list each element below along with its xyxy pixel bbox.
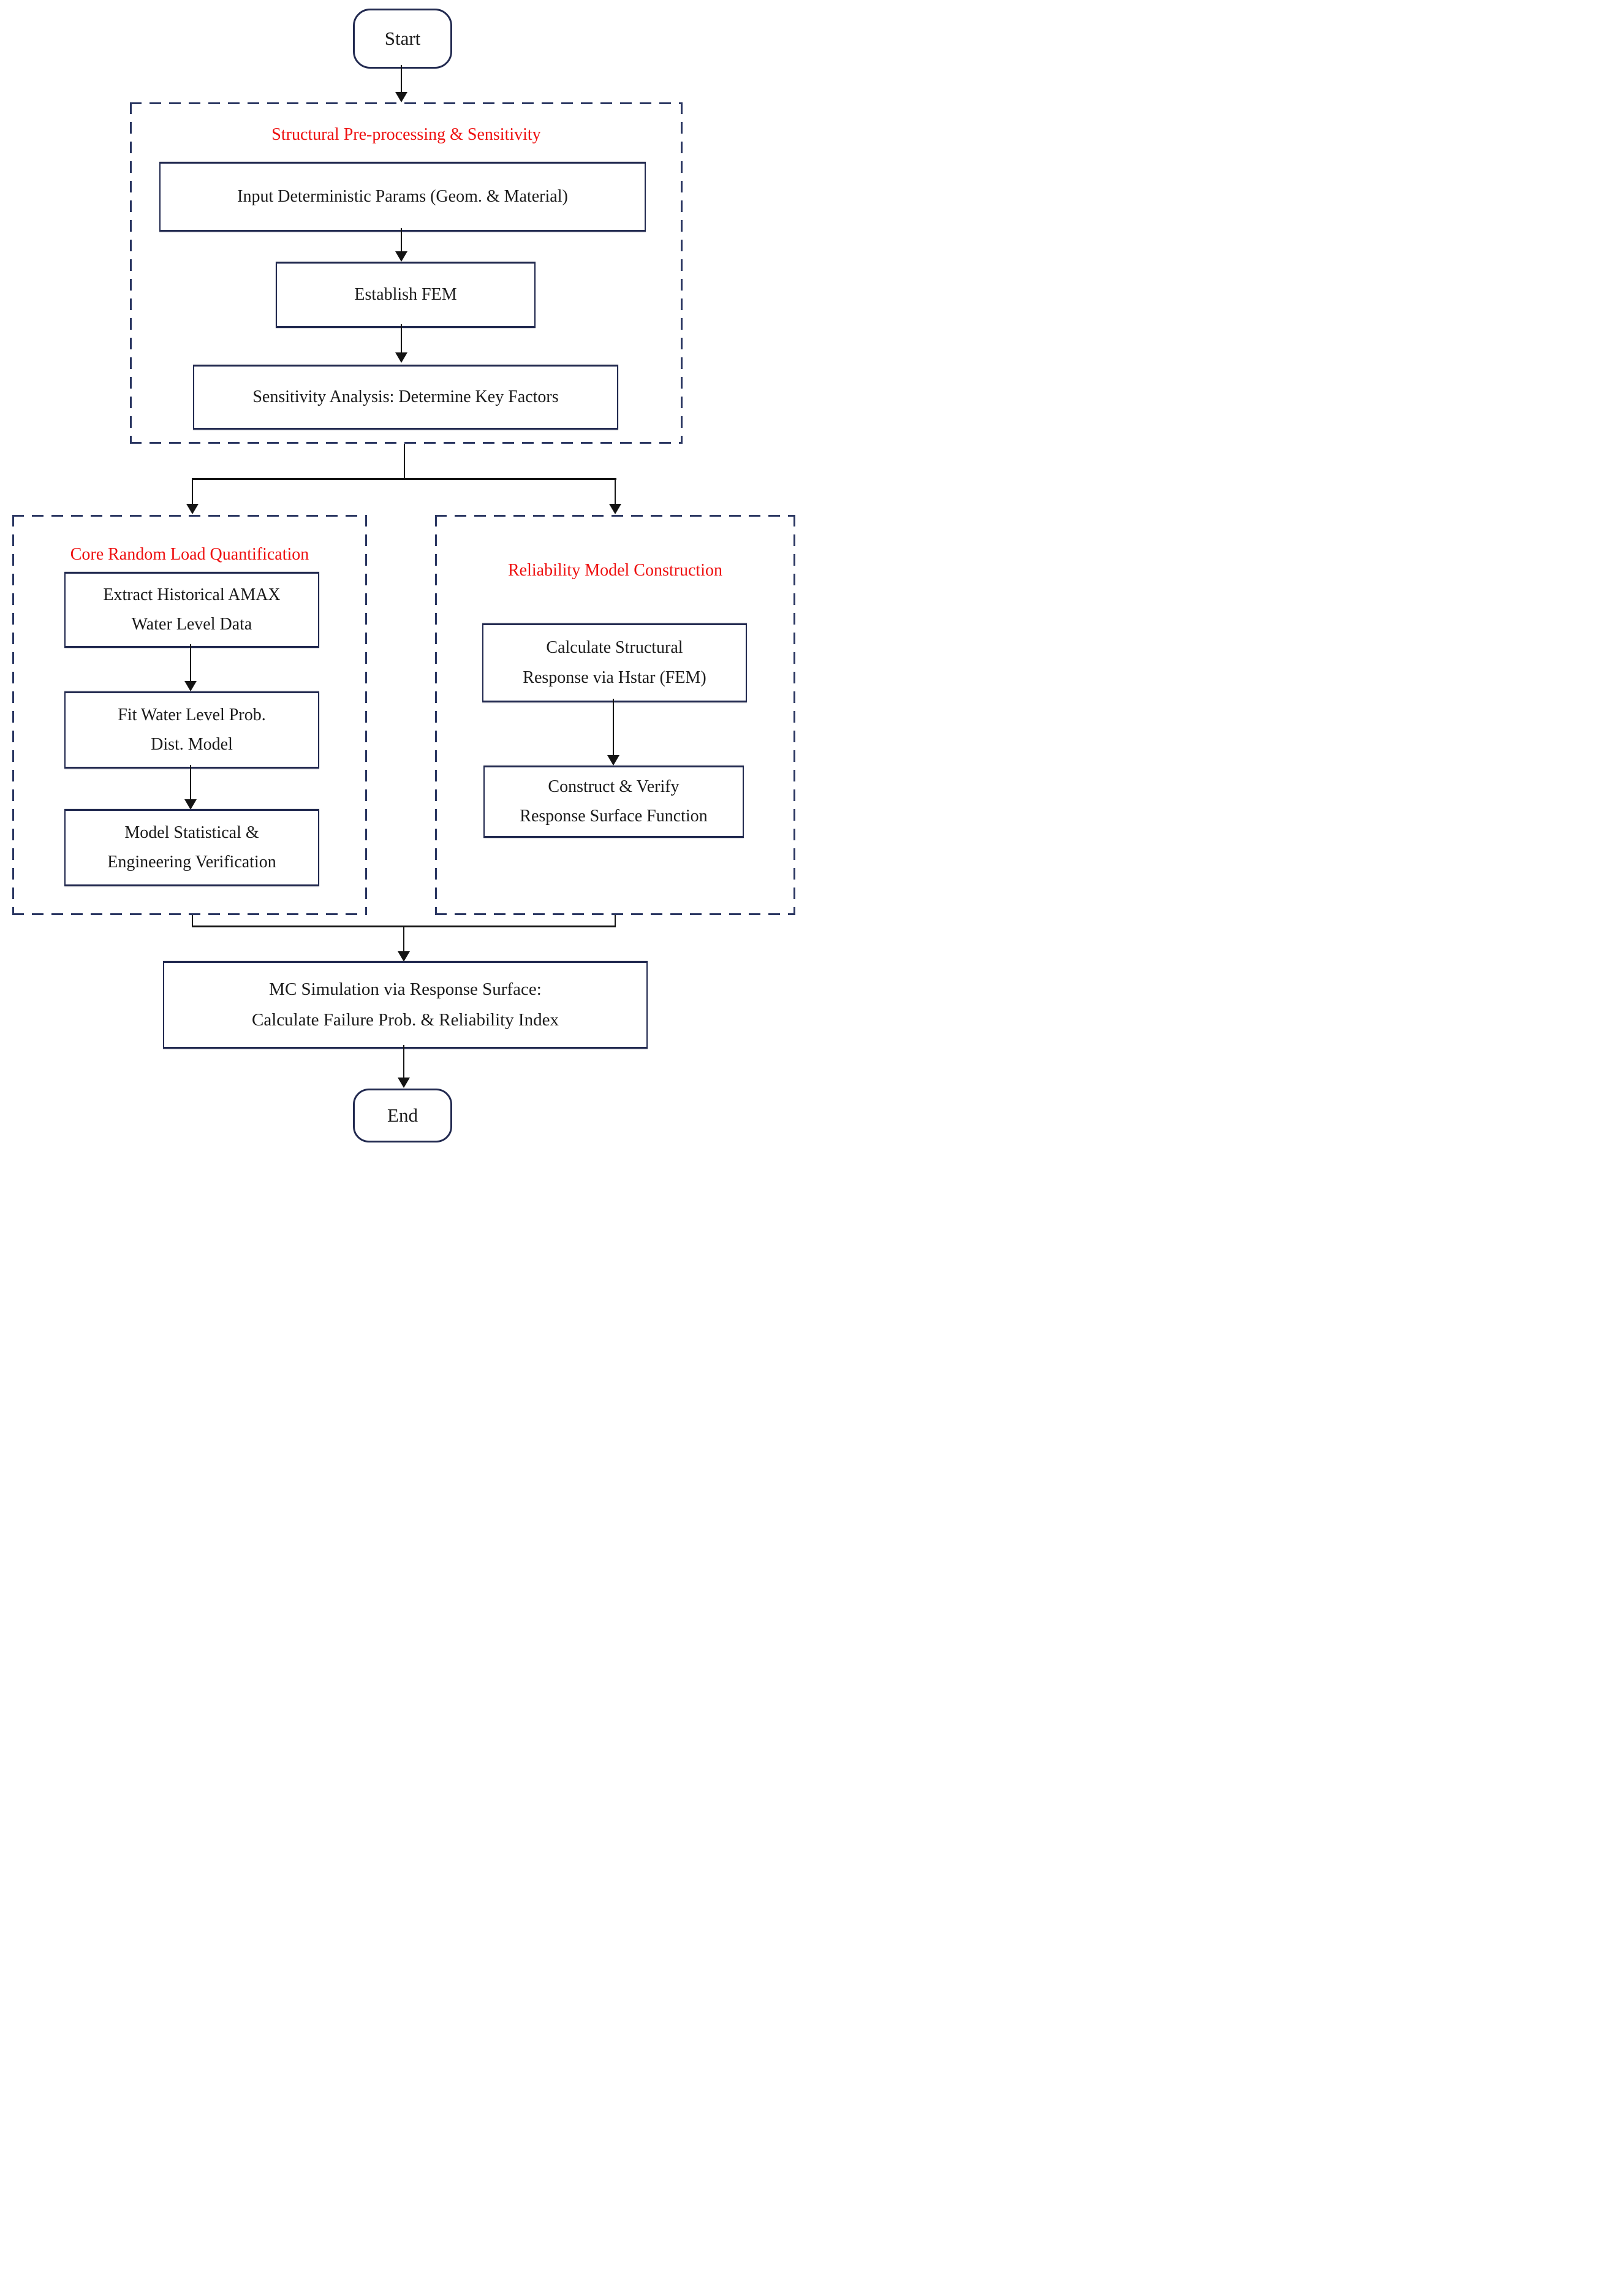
arrow-response-to-rsf [613,699,614,756]
section-preprocessing-border-right [681,102,683,444]
arrowhead-fem-to-sensitivity [395,352,407,363]
step-calc-response: Calculate Structural Response via Hstar … [482,623,747,702]
arrow-fit-to-verification [190,765,191,800]
start-node: Start [353,9,452,69]
arrow-amax-to-fit [190,644,191,682]
connector-merge-center-stem [403,927,404,952]
section-reliability-border-right [793,515,795,915]
section-load-border-right [365,515,367,915]
arrowhead-amax-to-fit [184,681,197,691]
step-extract-amax: Extract Historical AMAX Water Level Data [64,572,319,648]
section-preprocessing-border-bottom [130,442,683,444]
connector-merge-bus [192,926,616,927]
arrow-mc-to-end [403,1045,404,1079]
end-node: End [353,1089,452,1142]
start-label: Start [384,28,421,49]
section-reliability-border-top [435,515,795,517]
arrow-input-to-fem [401,228,402,253]
section-preprocessing-border-left [130,102,132,444]
section-preprocessing: Structural Pre-processing & Sensitivity [130,102,683,444]
arrow-fem-to-sensitivity [401,324,402,354]
section-reliability-border-left [435,515,437,915]
end-label: End [387,1104,418,1126]
step-construct-rsf: Construct & Verify Response Surface Func… [483,766,744,838]
section-reliability-title: Reliability Model Construction [508,561,722,580]
section-load-border-bottom [12,913,367,915]
arrow-start-to-preprocessing [401,65,402,93]
arrowhead-start-to-preprocessing [395,92,407,102]
section-reliability: Reliability Model Construction [435,515,795,915]
step-fit-distribution: Fit Water Level Prob. Dist. Model [64,691,319,769]
arrowhead-mc-to-end [398,1078,410,1088]
connector-split-stem [404,444,405,478]
arrowhead-to-mc-simulation [398,951,410,962]
section-preprocessing-border-top [130,102,683,104]
arrowhead-fit-to-verification [184,799,197,810]
arrowhead-response-to-rsf [607,755,619,766]
step-model-verification: Model Statistical & Engineering Verifica… [64,809,319,886]
connector-split-bus [192,478,616,480]
step-establish-fem: Establish FEM [276,262,536,328]
connector-split-left-drop [192,478,193,505]
arrowhead-to-load-section [186,504,199,514]
section-preprocessing-title: Structural Pre-processing & Sensitivity [271,125,541,144]
section-load-border-top [12,515,367,517]
connector-split-right-drop [615,478,616,505]
arrowhead-input-to-fem [395,251,407,262]
arrowhead-to-reliability-section [609,504,621,514]
section-load-title: Core Random Load Quantification [70,545,309,564]
connector-merge-left-stem [192,915,193,927]
connector-merge-right-stem [615,915,616,927]
step-input-params: Input Deterministic Params (Geom. & Mate… [159,162,646,232]
step-sensitivity-analysis: Sensitivity Analysis: Determine Key Fact… [193,365,618,430]
flowchart-canvas: Start Structural Pre-processing & Sensit… [0,0,799,1148]
section-load-quantification: Core Random Load Quantification [12,515,367,915]
step-mc-simulation: MC Simulation via Response Surface: Calc… [163,961,648,1049]
section-reliability-border-bottom [435,913,795,915]
section-load-border-left [12,515,14,915]
